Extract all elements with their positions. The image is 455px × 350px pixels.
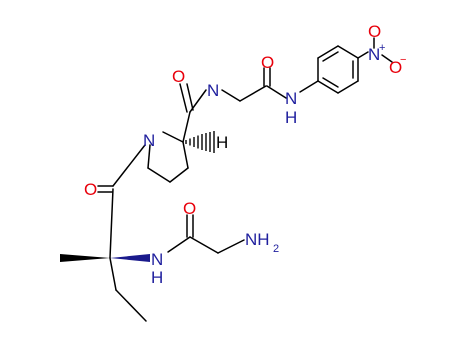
bond-nh-gly-c bbox=[167, 236, 191, 253]
bond-carbonyl-top-2 bbox=[186, 83, 194, 111]
bond-n-c5 bbox=[147, 144, 151, 169]
bond-c-nh-top bbox=[189, 89, 207, 113]
bond-gly-c-ch2 bbox=[189, 236, 219, 254]
bond-ring-nitro bbox=[357, 51, 369, 59]
bond-n-o-right bbox=[381, 54, 393, 63]
bond-n-ile-carbonyl bbox=[112, 144, 146, 187]
ring-bond-5 bbox=[337, 80, 359, 94]
ring-bond-3 bbox=[337, 45, 359, 59]
bond-c4-c3 bbox=[169, 167, 189, 183]
bond-carbonyl-calpha bbox=[109, 188, 114, 259]
atom-nh2: NH bbox=[245, 230, 270, 249]
atom-o-nitro-right: O bbox=[389, 58, 402, 77]
atom-o-mid: O bbox=[261, 53, 274, 72]
atom-n-top: N bbox=[207, 81, 219, 100]
bond-c3-c2 bbox=[182, 141, 189, 169]
wedge-calpha-methyl bbox=[60, 254, 110, 262]
ring-bond-2 bbox=[317, 45, 339, 59]
atom-h-amide: H bbox=[151, 268, 163, 287]
bond-group-proline bbox=[112, 111, 215, 187]
bond-group-upper-chain bbox=[179, 67, 319, 113]
atom-o-nitro-top: O bbox=[368, 22, 381, 41]
atom-n-anilide: N bbox=[285, 89, 297, 108]
atom-o-left: O bbox=[84, 180, 97, 199]
hash-wedge-c2-h bbox=[185, 131, 215, 153]
atom-nh2-sub: 2 bbox=[273, 243, 279, 255]
bond-c5-c4 bbox=[147, 167, 171, 183]
atom-o-nitro-charge: − bbox=[400, 54, 406, 66]
wedge-calpha-nh bbox=[110, 254, 150, 262]
atom-n-proline: N bbox=[143, 131, 155, 150]
atom-n-nitro: N bbox=[368, 45, 380, 64]
bond-nh-ring bbox=[299, 80, 319, 93]
bond-gly-ch2-nh2 bbox=[217, 239, 245, 254]
atom-o-gly: O bbox=[183, 199, 196, 218]
bond-c2-carbonyl bbox=[182, 111, 191, 143]
bond-group-ile bbox=[60, 185, 150, 322]
bond-ch2-c bbox=[239, 85, 267, 102]
atom-h-alpha: H bbox=[216, 133, 228, 152]
bond-ch2-ch3 bbox=[115, 289, 147, 322]
ring-inner-3 bbox=[322, 77, 339, 88]
bond-group-phenyl-ring bbox=[317, 45, 369, 94]
bond-group-nitro bbox=[373, 37, 393, 63]
bond-calpha-ch2 bbox=[109, 257, 117, 291]
atom-h-anilide: H bbox=[285, 108, 297, 127]
atom-labels: O N O N H N + O O − N H O N H O NH 2 bbox=[84, 22, 406, 287]
bond-group-gly bbox=[167, 214, 245, 254]
atom-n-nitro-charge: + bbox=[379, 42, 385, 54]
ring-inner-1 bbox=[322, 51, 339, 62]
bond-nh-ch2 bbox=[221, 89, 241, 102]
atom-o-top: O bbox=[172, 67, 185, 86]
bond-carbonyl-top-1 bbox=[179, 83, 188, 113]
bond-c-nh-anilide bbox=[266, 85, 287, 99]
bond-n-c2 bbox=[162, 131, 184, 143]
ring-bond-6 bbox=[317, 80, 339, 94]
atom-n-amide: N bbox=[151, 250, 163, 269]
